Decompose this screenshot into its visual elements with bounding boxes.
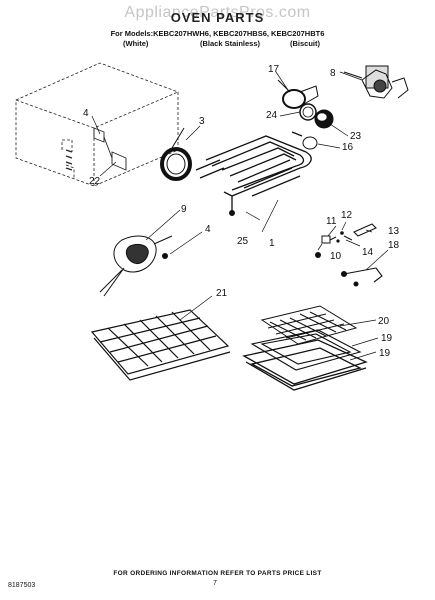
oven-bulb-part-15 <box>291 131 318 150</box>
bake-element-part-1 <box>195 135 312 214</box>
nut-part-10 <box>315 252 321 258</box>
callout-1: 1 <box>269 238 275 249</box>
finish-black-stainless: (Black Stainless) <box>200 39 261 48</box>
models-line: For Models:KEBC207HWH6, KEBC207HBS6, KEB… <box>110 29 325 38</box>
callout-4-lower: 4 <box>205 224 211 235</box>
bracket-part-13 <box>353 223 377 237</box>
finish-white: (White) <box>123 39 149 48</box>
watermark: AppliancePartsPros.com <box>124 4 311 21</box>
callout-8: 8 <box>330 68 336 79</box>
callout-19: 19 <box>379 348 391 359</box>
callout-24: 24 <box>266 110 278 121</box>
broiler-pan-grid-part-20 <box>260 305 358 345</box>
page-number: 7 <box>213 580 217 587</box>
document-number: 8187503 <box>8 582 36 589</box>
fan-cover-part-9 <box>99 235 173 297</box>
thermal-fuse-part-11 <box>321 235 337 244</box>
callout-4-upper: 4 <box>83 108 89 119</box>
finish-biscuit: (Biscuit) <box>290 39 320 48</box>
broiler-pan-insert-part-18 <box>250 329 362 371</box>
callout-25: 25 <box>237 236 249 247</box>
callout-15: 16 <box>342 142 354 153</box>
oven-cavity-illustration <box>15 62 179 187</box>
bracket-part-4-22 <box>93 127 127 171</box>
callout-17: 18 <box>388 240 400 251</box>
temperature-sensor-part-17 <box>340 267 383 287</box>
screw-part-25 <box>229 210 235 216</box>
cavity-vent-slots <box>65 149 73 171</box>
element-ring-clamp-part-3 <box>160 127 192 181</box>
callout-10: 10 <box>330 251 342 262</box>
callout-21: 21 <box>216 288 228 299</box>
broiler-pan-part-19 <box>242 339 368 391</box>
callout-22: 22 <box>89 176 101 187</box>
callout-13: 13 <box>388 226 400 237</box>
fan-motor-part-8 <box>343 65 409 99</box>
light-socket-part-16 <box>277 79 319 109</box>
oven-rack-part-21 <box>90 309 231 381</box>
light-lens-part-23 <box>314 109 334 129</box>
screw-part-14 <box>343 235 353 241</box>
ordering-info-footer: FOR ORDERING INFORMATION REFER TO PARTS … <box>113 570 322 577</box>
gasket-part-24 <box>299 103 317 121</box>
callout-11: 11 <box>326 216 337 227</box>
callout-12: 12 <box>341 210 353 221</box>
callout-16: 17 <box>268 64 280 75</box>
callout-labels: 4 22 3 17 8 24 23 16 25 1 9 4 11 12 13 1… <box>83 64 400 359</box>
callout-3: 3 <box>199 116 205 127</box>
nut-part-4 <box>162 253 168 259</box>
callout-9: 9 <box>181 204 187 215</box>
callout-leader-lines <box>91 71 389 361</box>
callout-18: 19 <box>381 333 393 344</box>
diagram-title: OVEN PARTS <box>170 10 265 25</box>
callout-14: 14 <box>362 247 374 258</box>
callout-23: 23 <box>350 131 362 142</box>
callout-20: 20 <box>378 316 390 327</box>
screw-part-12 <box>336 231 344 243</box>
